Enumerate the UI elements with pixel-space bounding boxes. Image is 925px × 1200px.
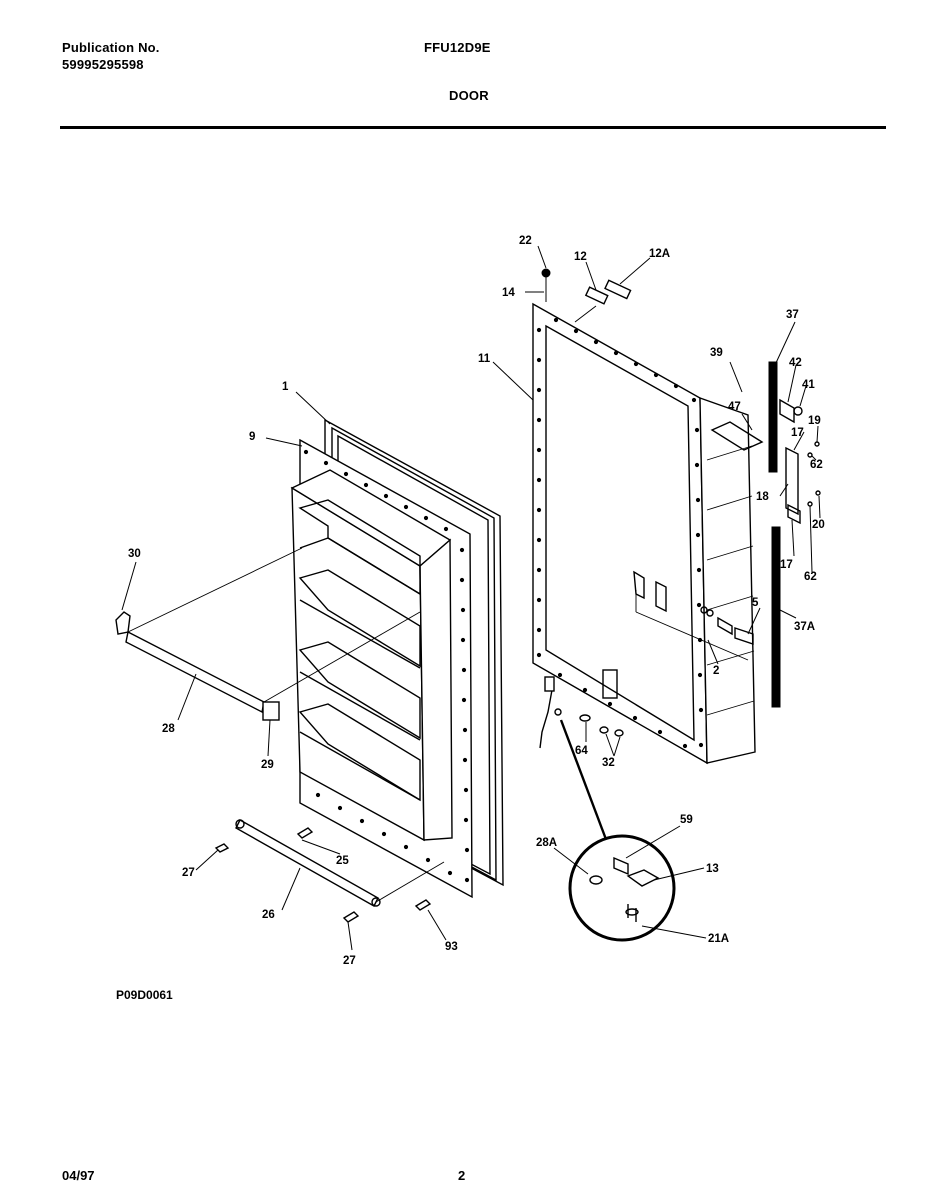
publication-number: 59995295598 <box>62 57 144 72</box>
callout-37: 37 <box>786 309 799 321</box>
callout-13: 13 <box>706 863 719 875</box>
callout-59: 59 <box>680 814 693 826</box>
callout-5: 5 <box>752 597 759 609</box>
callout-18: 18 <box>756 491 769 503</box>
callout-27-left: 27 <box>182 867 195 879</box>
clip-29 <box>262 701 280 721</box>
gasket-strip-37 <box>768 361 778 473</box>
callout-32: 32 <box>602 757 615 769</box>
callout-29: 29 <box>261 759 274 771</box>
callout-64: 64 <box>575 745 588 757</box>
screw-22 <box>541 268 551 278</box>
callout-12: 12 <box>574 251 587 263</box>
callout-25: 25 <box>336 855 349 867</box>
callout-28A: 28A <box>536 837 557 849</box>
callout-37A: 37A <box>794 621 815 633</box>
callout-2: 2 <box>713 665 719 677</box>
callout-14: 14 <box>502 287 515 299</box>
callout-20: 20 <box>812 519 825 531</box>
callout-9: 9 <box>249 431 255 443</box>
publication-label: Publication No. <box>62 40 160 55</box>
callout-47: 47 <box>728 401 741 413</box>
callout-41: 41 <box>802 379 815 391</box>
callout-1: 1 <box>282 381 289 393</box>
outer-door-panel <box>532 302 756 765</box>
callout-26: 26 <box>262 909 275 921</box>
publication-date: 04/97 <box>62 1168 95 1183</box>
page-number: 2 <box>458 1168 466 1183</box>
callout-17-upper: 17 <box>791 427 804 439</box>
callout-62-lower: 62 <box>804 571 817 583</box>
header-divider <box>60 126 886 129</box>
callout-12A: 12A <box>649 248 670 260</box>
callout-42: 42 <box>789 357 802 369</box>
callout-11: 11 <box>478 353 491 365</box>
callout-22: 22 <box>519 235 532 247</box>
callout-39: 39 <box>710 347 723 359</box>
callout-21A: 21A <box>708 933 729 945</box>
callout-17-lower: 17 <box>780 559 793 571</box>
section-title: DOOR <box>449 88 489 103</box>
callout-19: 19 <box>808 415 821 427</box>
detail-circle <box>568 834 676 942</box>
callout-62-upper: 62 <box>810 459 823 471</box>
door-liner <box>290 418 504 899</box>
callout-28: 28 <box>162 723 175 735</box>
shelf-bar-28 <box>125 630 265 714</box>
callout-30: 30 <box>128 548 141 560</box>
gasket-strip-37A <box>771 526 781 708</box>
bracket-30 <box>115 611 131 635</box>
diagram-reference: P09D0061 <box>116 988 173 1002</box>
callout-93: 93 <box>445 941 458 953</box>
model-number: FFU12D9E <box>424 40 491 55</box>
callout-27-bottom: 27 <box>343 955 356 967</box>
